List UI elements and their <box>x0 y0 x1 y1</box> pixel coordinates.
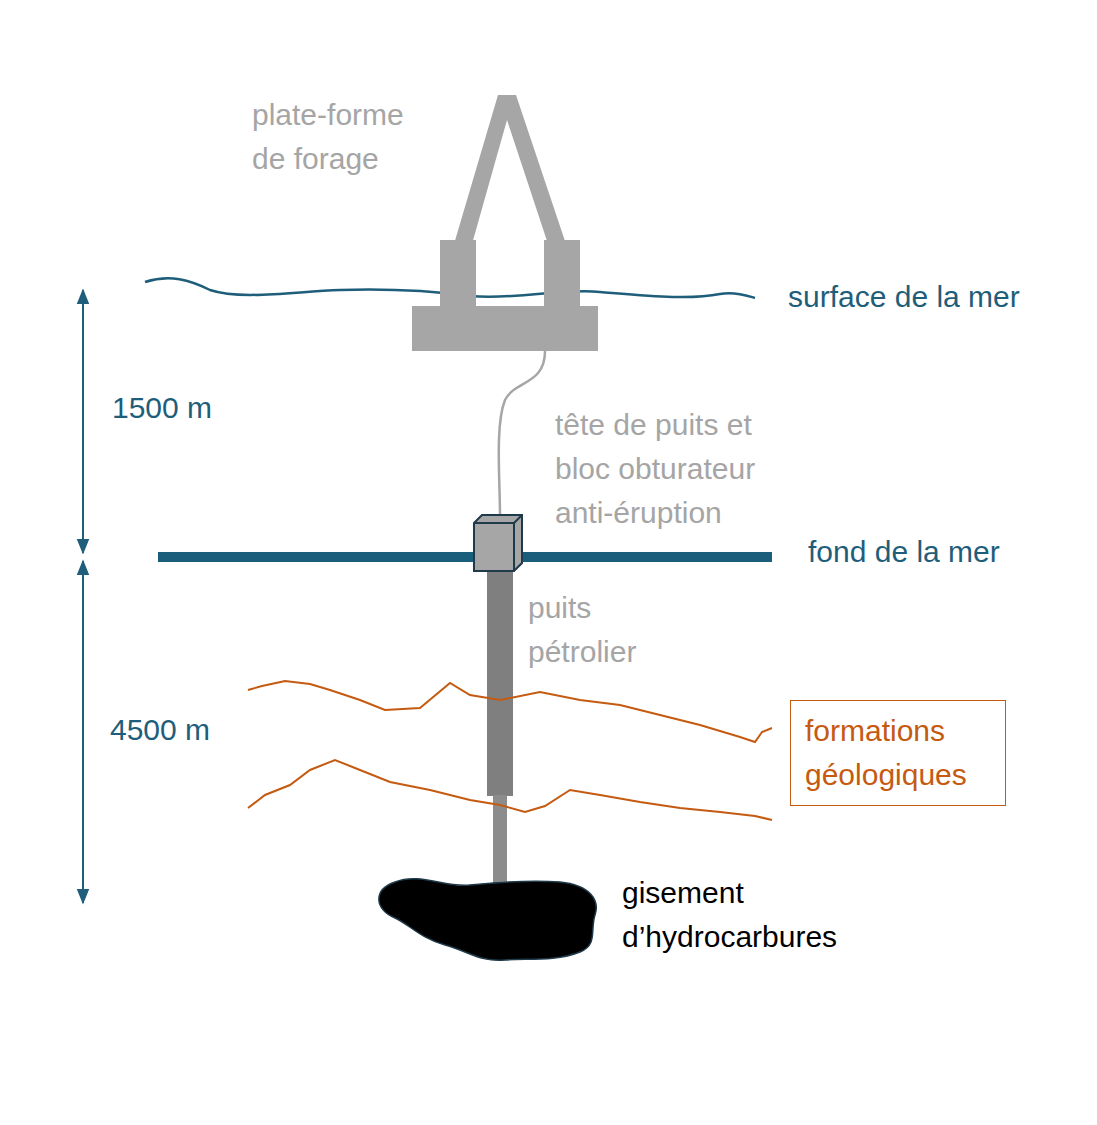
drilling-platform <box>412 95 598 351</box>
hydrocarbon-deposit <box>379 879 596 961</box>
sea-surface-label: surface de la mer <box>788 275 1020 319</box>
well-label: puits pétrolier <box>528 586 678 674</box>
seabed <box>158 552 772 562</box>
seabed-label: fond de la mer <box>808 530 1000 574</box>
dimension-arrow <box>82 290 84 553</box>
box-text: formations géologiques <box>805 709 990 797</box>
formation-line <box>248 760 772 820</box>
dimension-label: 4500 m <box>110 708 210 752</box>
legend-box: formations géologiques <box>790 700 1006 806</box>
wellhead-label: tête de puits et bloc obturateur anti-ér… <box>555 403 785 535</box>
dimension-label: 1500 m <box>112 386 212 430</box>
platform-label: plate-forme de forage <box>252 93 427 181</box>
well-casing <box>487 572 513 796</box>
riser-cable <box>499 351 545 516</box>
formation-line <box>248 681 772 742</box>
deposit-label: gisement d’hydrocarbures <box>622 871 852 959</box>
dimension-arrow <box>82 561 84 903</box>
wellhead-bop <box>474 515 522 571</box>
